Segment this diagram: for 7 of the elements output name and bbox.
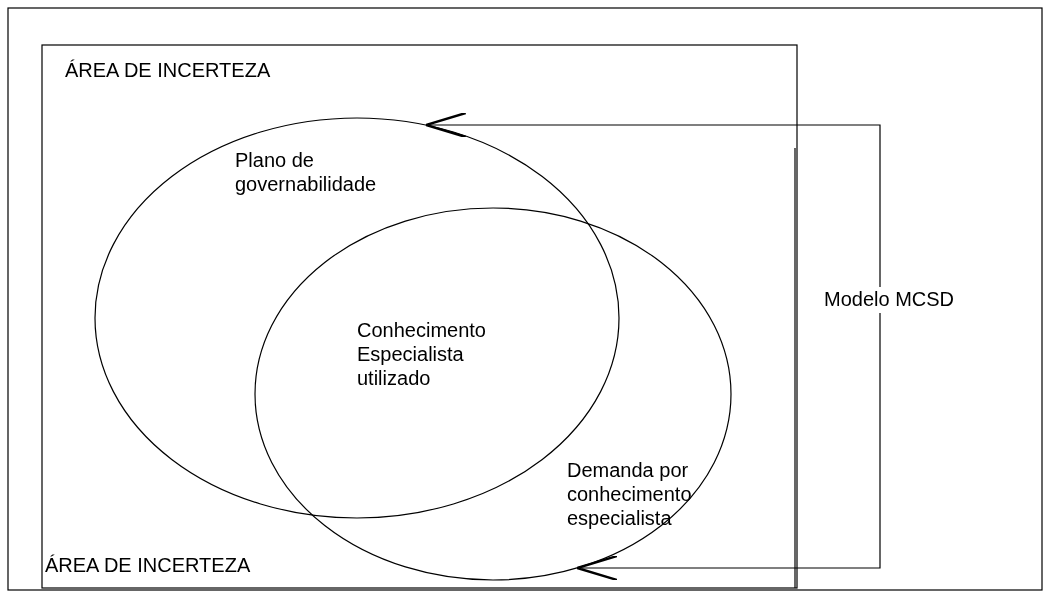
set-label: Demanda por conhecimento especialista (567, 458, 693, 530)
arrow (424, 111, 881, 288)
overlap-label: Conhecimento Especialista utilizado (357, 318, 487, 390)
area-label: ÁREA DE INCERTEZA (45, 553, 252, 577)
arrow (575, 312, 881, 582)
set-label: Plano de governabilidade (235, 148, 378, 196)
area-label: ÁREA DE INCERTEZA (65, 58, 272, 82)
